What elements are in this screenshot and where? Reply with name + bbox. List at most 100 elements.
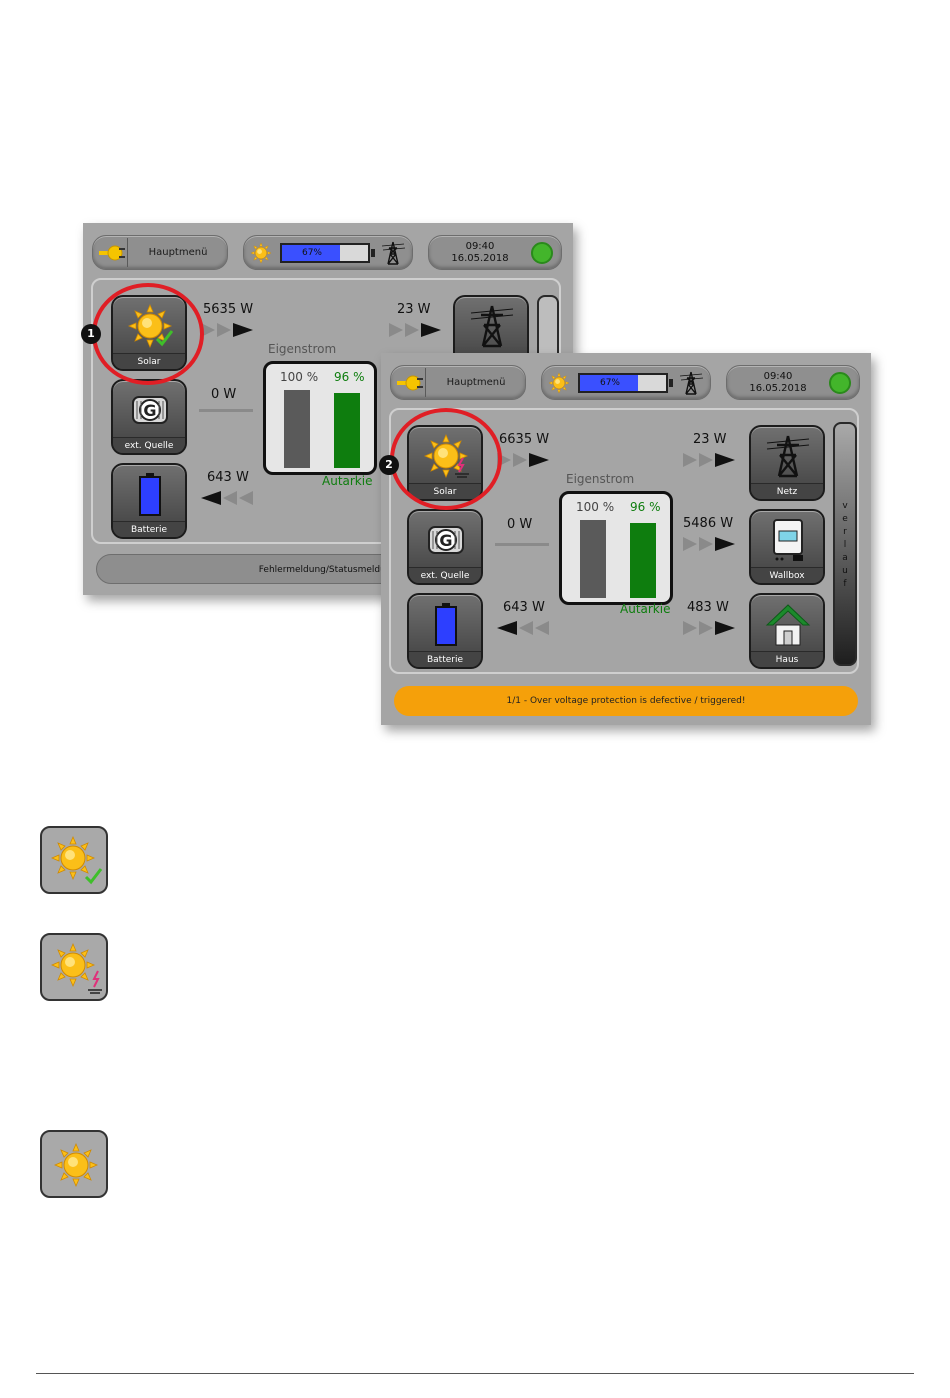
page-footer-rule xyxy=(36,1373,914,1374)
battery-percent: 67% xyxy=(599,378,620,388)
clock-date: 16.05.2018 xyxy=(749,383,807,394)
globe-icon[interactable] xyxy=(531,242,553,264)
sun-icon xyxy=(250,242,272,264)
flow-arrow-left xyxy=(497,621,549,635)
self-consumption-value: 100 % xyxy=(280,370,319,384)
battery-level-bar: 67% xyxy=(280,243,375,263)
battery-tile-label: Batterie xyxy=(409,651,481,667)
main-menu-button[interactable]: Hauptmenü xyxy=(390,365,526,400)
status-bar: 67% xyxy=(243,235,413,270)
grid-tile-label: Netz xyxy=(751,483,823,499)
flow-line-idle xyxy=(199,409,253,412)
battery-percent: 67% xyxy=(301,248,322,258)
ext-power-value: 0 W xyxy=(211,387,237,402)
self-consumption-bar xyxy=(284,390,310,468)
battery-tile[interactable]: Batterie xyxy=(111,463,187,539)
battery-power-value: 643 W xyxy=(207,470,249,485)
menu-separator xyxy=(425,368,426,397)
flow-arrow-right xyxy=(683,453,735,467)
callout-badge-1: 1 xyxy=(81,324,101,344)
self-consumption-bar xyxy=(580,520,606,598)
grid-tower-icon xyxy=(679,371,704,395)
generator-icon: G xyxy=(132,396,168,424)
clock-time: 09:40 xyxy=(763,371,793,382)
self-consumption-gauge: 100 % 96 % xyxy=(263,361,377,475)
plug-icon xyxy=(397,375,423,391)
battery-icon xyxy=(435,603,457,646)
globe-icon[interactable] xyxy=(829,372,851,394)
flow-arrow-right xyxy=(683,621,735,635)
battery-tile[interactable]: Batterie xyxy=(407,593,483,669)
plug-icon xyxy=(99,245,125,261)
main-menu-button[interactable]: Hauptmenü xyxy=(92,235,228,270)
wallbox-tile-label: Wallbox xyxy=(751,567,823,583)
ext-source-tile[interactable]: G ext. Quelle xyxy=(407,509,483,585)
main-menu-label: Hauptmenü xyxy=(446,377,506,388)
ext-source-tile-label: ext. Quelle xyxy=(409,567,481,583)
flow-arrow-right xyxy=(497,453,549,467)
wallbox-tile[interactable]: Wallbox xyxy=(749,509,825,585)
flow-arrow-left xyxy=(201,491,253,505)
screenshot-screen-2: Hauptmenü 67% 09:40 16.05.2018 Solar xyxy=(381,353,871,725)
flow-arrow-right xyxy=(201,323,253,337)
battery-level-fill xyxy=(282,245,340,261)
wallbox-power-value: 5486 W xyxy=(683,516,734,531)
autarky-value: 96 % xyxy=(630,500,661,514)
battery-icon xyxy=(139,473,161,516)
house-icon xyxy=(765,604,811,646)
legend-sun-check xyxy=(40,826,108,894)
house-power-value: 483 W xyxy=(687,600,729,615)
battery-tile-label: Batterie xyxy=(113,521,185,537)
grid-power-value: 23 W xyxy=(693,432,727,447)
eigenstrom-label: Eigenstrom xyxy=(566,472,635,486)
status-bar: 67% xyxy=(541,365,711,400)
alert-message-bar[interactable]: 1/1 - Over voltage protection is defecti… xyxy=(394,686,858,716)
battery-power-value: 643 W xyxy=(503,600,545,615)
sun-icon xyxy=(548,372,570,394)
energy-flow-area: Solar G ext. Quelle Batterie Netz xyxy=(389,408,859,674)
sun-icon xyxy=(54,1143,98,1187)
clock-panel: 09:40 16.05.2018 xyxy=(726,365,860,400)
svg-text:G: G xyxy=(143,401,156,420)
house-tile[interactable]: Haus xyxy=(749,593,825,669)
battery-nub xyxy=(371,249,375,257)
wallbox-icon xyxy=(773,519,803,561)
eigenstrom-label: Eigenstrom xyxy=(268,342,337,356)
autarkie-label: Autarkie xyxy=(322,474,373,488)
grid-tower-icon xyxy=(470,305,514,348)
battery-level-bar: 67% xyxy=(578,373,673,393)
self-consumption-value: 100 % xyxy=(576,500,615,514)
clock-date: 16.05.2018 xyxy=(451,253,509,264)
ext-source-tile[interactable]: G ext. Quelle xyxy=(111,379,187,455)
flow-arrow-right xyxy=(389,323,441,337)
sun-fault-icon xyxy=(51,943,102,994)
ext-source-tile-label: ext. Quelle xyxy=(113,437,185,453)
autarky-bar xyxy=(630,523,656,598)
legend-sun xyxy=(40,1130,108,1198)
sun-check-icon xyxy=(51,836,103,885)
legend-sun-fault xyxy=(40,933,108,1001)
flow-arrow-right xyxy=(683,537,735,551)
solar-power-value: 5635 W xyxy=(203,302,254,317)
svg-text:G: G xyxy=(439,531,452,550)
clock-time: 09:40 xyxy=(465,241,495,252)
grid-tile[interactable]: Netz xyxy=(749,425,825,501)
solar-power-value: 6635 W xyxy=(499,432,550,447)
callout-badge-2: 2 xyxy=(379,455,399,475)
autarkie-label: Autarkie xyxy=(620,602,671,616)
house-tile-label: Haus xyxy=(751,651,823,667)
main-menu-label: Hauptmenü xyxy=(148,247,208,258)
grid-tower-icon xyxy=(381,241,406,265)
ext-power-value: 0 W xyxy=(507,517,533,532)
self-consumption-gauge: 100 % 96 % xyxy=(559,491,673,605)
generator-icon: G xyxy=(428,526,464,554)
highlight-ring-1 xyxy=(92,283,204,385)
clock-panel: 09:40 16.05.2018 xyxy=(428,235,562,270)
battery-level-fill xyxy=(580,375,638,391)
flow-line-idle xyxy=(495,543,549,546)
autarky-bar xyxy=(334,393,360,468)
battery-nub xyxy=(669,379,673,387)
grid-power-value: 23 W xyxy=(397,302,431,317)
